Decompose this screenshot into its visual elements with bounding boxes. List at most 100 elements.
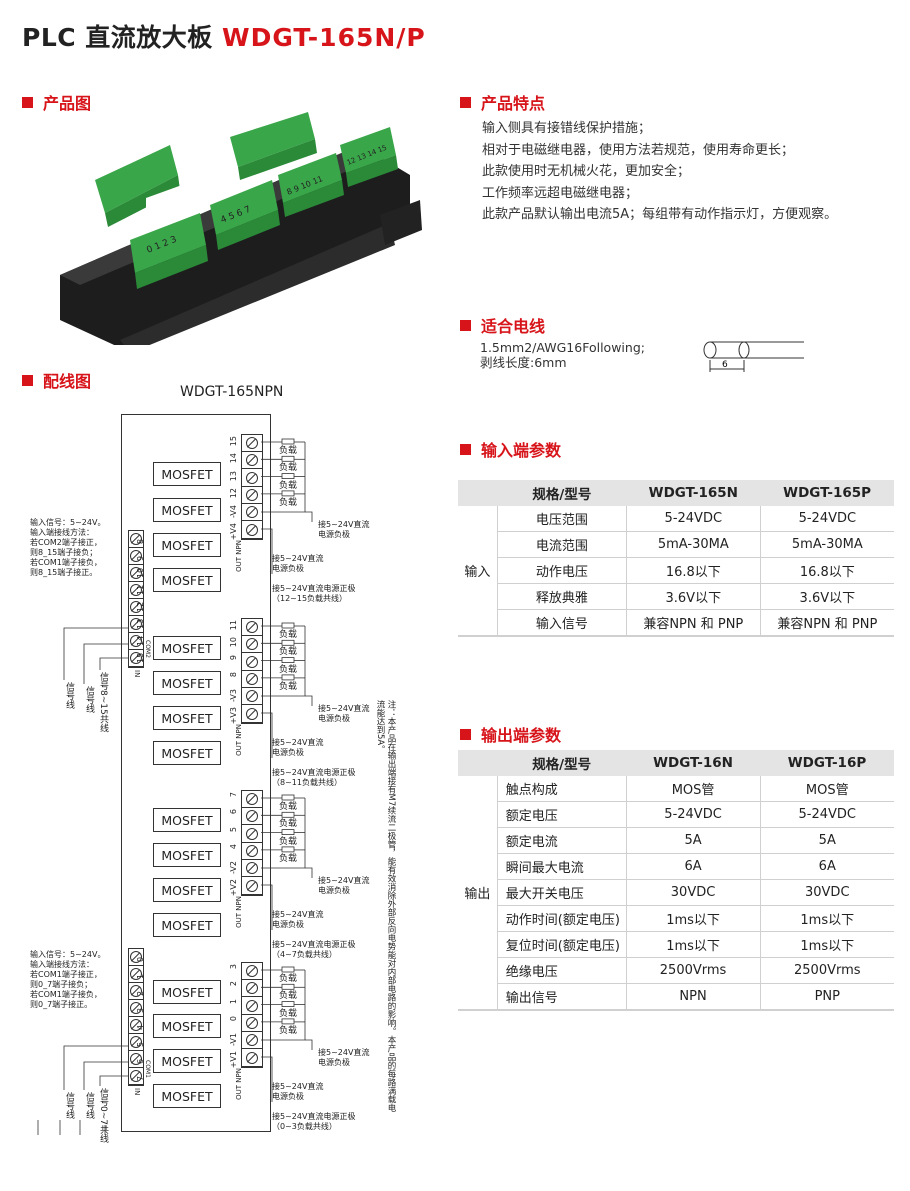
screw-icon xyxy=(246,879,258,892)
side-note: 注：本产品在输出端接有M7续流二极管，能有效消除外部反向电势能对内部电路的影响。… xyxy=(375,700,396,1113)
output-terminal xyxy=(242,998,262,1015)
load-label: 负载 xyxy=(279,446,298,456)
mosfet-block: MOSFET xyxy=(153,533,221,557)
screw-icon xyxy=(246,506,258,519)
mosfet-block: MOSFET xyxy=(153,843,221,867)
screw-icon xyxy=(246,793,258,805)
feature-item: 相对于电磁继电器，使用方法若规范，使用寿命更长； xyxy=(482,142,795,158)
input-terminal xyxy=(129,531,143,548)
feature-item: 此款产品默认输出电流5A；每组带有动作指示灯，方便观察。 xyxy=(482,207,838,222)
screw-icon xyxy=(130,1036,142,1048)
signal-common-label: 信号0~7共线 xyxy=(98,1088,108,1143)
neg-supply-label: 接5~24V直流电源负极 xyxy=(272,738,324,757)
section-features: 产品特点 xyxy=(460,90,545,114)
input-terminal xyxy=(129,966,143,983)
board-outline xyxy=(121,414,271,1132)
terminal-block-1 xyxy=(95,145,180,227)
screw-icon xyxy=(246,999,258,1012)
mosfet-block: MOSFET xyxy=(153,980,221,1004)
screw-icon xyxy=(246,982,258,995)
output-terminal xyxy=(242,843,262,860)
mosfet-block: MOSFET xyxy=(153,1049,221,1073)
mosfet-block: MOSFET xyxy=(153,568,221,592)
output-terminal xyxy=(242,1015,262,1032)
output-terminal xyxy=(242,706,262,723)
screw-icon xyxy=(130,550,142,562)
feature-item: 工作频率远超电磁继电器； xyxy=(482,185,639,201)
screw-icon xyxy=(246,707,258,720)
input-terminal xyxy=(129,1034,143,1051)
load-label: 负载 xyxy=(279,497,298,508)
input-note-top: 输入信号：5~24V。输入端接线方法：若COM2端子接正，则8_15端子接负；若… xyxy=(30,518,106,577)
load-label: 负载 xyxy=(279,974,298,984)
screw-icon xyxy=(130,985,142,997)
signal-wire-label: 信号线 xyxy=(64,682,74,709)
output-wires xyxy=(261,622,313,758)
bullet-square-icon xyxy=(460,96,471,108)
output-terminal xyxy=(242,1050,262,1067)
in-label: IN xyxy=(133,1088,141,1096)
screw-icon xyxy=(246,1016,258,1029)
screw-icon xyxy=(130,618,142,630)
table-header-row: 规格/型号 WDGT-16N WDGT-16P xyxy=(458,750,894,776)
output-terminal-block xyxy=(241,618,263,724)
neg-supply-label: 接5~24V直流电源负极 xyxy=(272,554,324,573)
input-terminal xyxy=(129,1017,143,1034)
mosfet-block: MOSFET xyxy=(153,808,221,832)
screw-icon xyxy=(130,601,142,613)
load-label: 负载 xyxy=(279,1008,298,1019)
load-label: 负载 xyxy=(279,463,298,474)
input-terminal-block-8-15 xyxy=(128,530,144,668)
output-terminal xyxy=(242,654,262,671)
screw-icon xyxy=(130,1070,142,1082)
load-label: 负载 xyxy=(279,819,298,830)
screw-icon xyxy=(130,567,142,579)
screw-icon xyxy=(246,844,258,857)
screw-icon xyxy=(246,1051,258,1064)
bullet-square-icon xyxy=(460,728,471,740)
signal-common-label: 信号8~15共线 xyxy=(98,672,108,733)
screw-icon xyxy=(246,827,258,840)
signal-wires xyxy=(37,627,128,1135)
output-wires xyxy=(261,438,313,574)
load-label: 负载 xyxy=(279,1025,298,1036)
load-label: 负载 xyxy=(279,664,298,675)
neg-supply-label: 接5~24V直流电源负极 xyxy=(318,704,370,723)
screw-icon xyxy=(246,810,258,823)
input-terminal xyxy=(129,565,143,582)
mosfet-block: MOSFET xyxy=(153,671,221,695)
pos-supply-label: 接5~24V直流电源正极（12~15负载共线） xyxy=(272,584,356,603)
output-terminal xyxy=(242,636,262,654)
screw-icon xyxy=(130,968,142,980)
wire-diagram: 6 xyxy=(703,341,804,372)
output-terminal xyxy=(242,487,262,504)
terminal-block-5 xyxy=(278,153,344,217)
com2-label: COM2 xyxy=(144,640,151,658)
load-label: 负载 xyxy=(279,681,298,692)
output-terminal xyxy=(242,619,262,636)
bullet-square-icon xyxy=(22,374,33,386)
screw-icon xyxy=(246,437,258,449)
screw-icon xyxy=(246,454,258,467)
load-label: 负载 xyxy=(279,647,298,658)
screw-icon xyxy=(246,488,258,501)
mosfet-block: MOSFET xyxy=(153,1014,221,1038)
load-label: 负载 xyxy=(279,991,298,1002)
input-terminal xyxy=(129,633,143,650)
page-title: PLC 直流放大板 WDGT-165N/P xyxy=(22,23,426,52)
product-image: WDIR 0 1 2 3 4 5 6 7 8 9 10 11 12 13 14 … xyxy=(60,112,422,345)
output-terminal-block xyxy=(241,790,263,896)
input-terminal xyxy=(129,582,143,599)
mosfet-block: MOSFET xyxy=(153,706,221,730)
feature-list: 输入侧具有接错线保护措施； 相对于电磁继电器，使用方法若规范，使用寿命更长； 此… xyxy=(482,118,837,226)
wire-spec: 1.5mm2/AWG16Following; 剥线长度:6mm xyxy=(480,340,645,370)
output-terminal xyxy=(242,808,262,826)
